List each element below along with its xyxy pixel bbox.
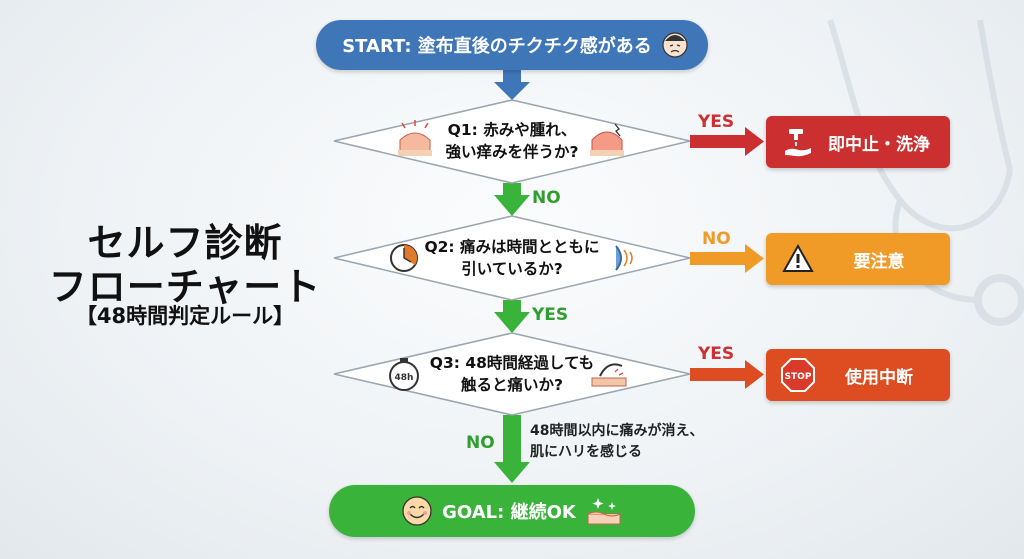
q2-text: Q2: 痛みは時間とともに 引いているか? xyxy=(417,236,607,280)
q1-line2: 強い痒みを伴うか? xyxy=(445,143,579,161)
outcome-caution: 要注意 xyxy=(766,233,950,285)
irritated-skin-icon xyxy=(398,120,432,156)
q2-line2: 引いているか? xyxy=(461,260,563,278)
arrow-q1-q2 xyxy=(494,183,530,216)
side-title-subtitle: 【48時間判定ルール】 xyxy=(75,304,295,328)
start-node: START: 塗布直後のチクチク感がある xyxy=(316,20,708,70)
svg-text:48h: 48h xyxy=(395,373,414,383)
q2-no-label: NO xyxy=(702,229,731,249)
outcome-discontinue-label: 使用中断 xyxy=(845,367,913,388)
arrow-q3-goal xyxy=(494,415,530,483)
side-title-line1: セルフ診断 xyxy=(87,221,283,265)
outcome-stop-wash-label: 即中止・洗浄 xyxy=(828,134,930,155)
timer-48h-icon: 48h xyxy=(389,358,419,391)
arrow-q2-outcome xyxy=(690,244,764,273)
q3-text: Q3: 48時間経過しても 触ると痛いか? xyxy=(417,352,607,396)
outcome-caution-label: 要注意 xyxy=(853,251,905,272)
arrow-q1-outcome xyxy=(690,127,764,156)
q1-yes-label: YES xyxy=(698,112,735,132)
warning-icon xyxy=(776,237,820,281)
worried-face-icon xyxy=(662,32,688,58)
q1-line1: Q1: 赤みや腫れ、 xyxy=(447,121,577,139)
side-title-line2: フローチャート xyxy=(48,265,322,309)
q3-yes-label: YES xyxy=(698,344,735,364)
decision-q2-diamond xyxy=(333,215,691,301)
q1-text: Q1: 赤みや腫れ、 強い痒みを伴うか? xyxy=(417,119,607,163)
q1-no-label: NO xyxy=(532,188,561,208)
decision-q1-diamond xyxy=(333,99,691,184)
arrow-q2-q3 xyxy=(494,300,530,333)
stop-sign-icon: STOP xyxy=(776,353,820,397)
inflamed-skin-icon xyxy=(590,123,624,156)
q2-line1: Q2: 痛みは時間とともに xyxy=(424,238,600,256)
q2-yes-label: YES xyxy=(532,305,569,325)
outcome-stop-wash: 即中止・洗浄 xyxy=(766,116,950,168)
svg-text:STOP: STOP xyxy=(785,372,812,382)
fading-pain-icon xyxy=(615,245,633,271)
q3-no-label: NO xyxy=(466,433,495,453)
faucet-hand-icon xyxy=(776,120,820,164)
arrow-start-q1 xyxy=(494,70,530,100)
start-label: START: 塗布直後のチクチク感がある xyxy=(342,36,652,57)
q3-line1: Q3: 48時間経過しても xyxy=(429,354,595,372)
decision-q3-diamond xyxy=(333,332,691,416)
arrow-q3-outcome xyxy=(690,360,764,389)
note-line2: 肌にハリを感じる xyxy=(530,444,642,460)
q3-line2: 触ると痛いか? xyxy=(461,376,563,394)
smiley-face-icon xyxy=(402,496,432,526)
healthy-skin-sparkle-icon xyxy=(587,498,621,525)
finger-touch-skin-icon xyxy=(591,363,627,387)
goal-node: GOAL: 継続OK xyxy=(329,485,695,537)
note-line1: 48時間以内に痛みが消え、 xyxy=(530,423,704,439)
clock-icon xyxy=(390,244,418,272)
outcome-discontinue: STOP 使用中断 xyxy=(766,349,950,401)
goal-condition-note: 48時間以内に痛みが消え、 肌にハリを感じる xyxy=(530,421,703,463)
goal-label: GOAL: 継続OK xyxy=(442,502,576,523)
